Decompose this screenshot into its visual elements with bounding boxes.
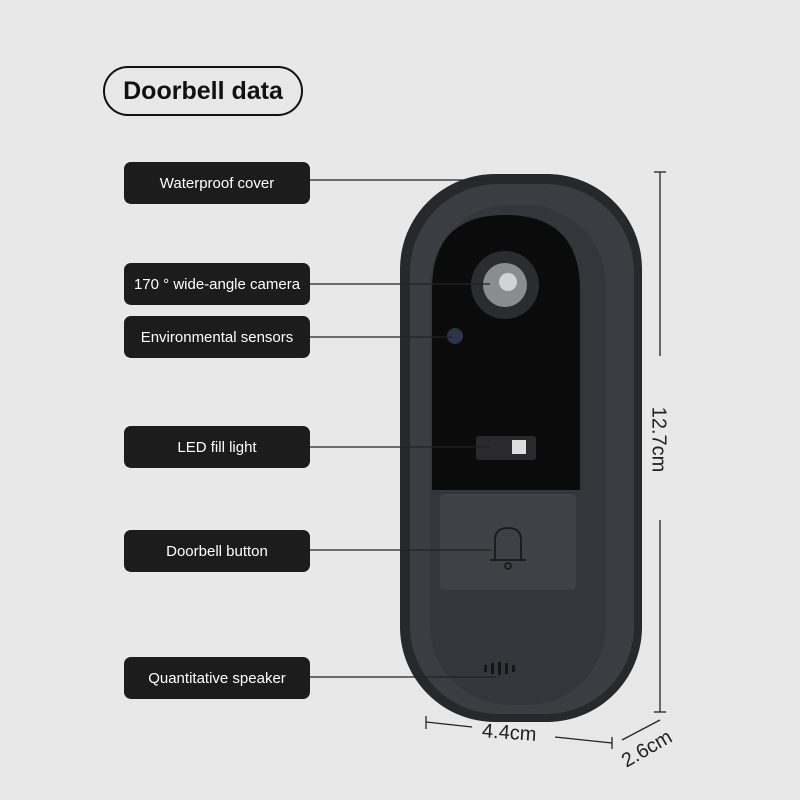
label-speaker: Quantitative speaker <box>124 657 310 699</box>
label-waterproof-cover: Waterproof cover <box>124 162 310 204</box>
leader-lines <box>310 179 496 678</box>
environmental-sensor <box>447 328 463 344</box>
bell-icon <box>490 526 526 561</box>
height-dimension: 12.7cm <box>647 406 670 473</box>
label-environmental-sensors: Environmental sensors <box>124 316 310 358</box>
led-emitter <box>512 440 526 454</box>
label-led-fill-light: LED fill light <box>124 426 310 468</box>
dimension-lines <box>425 171 666 749</box>
label-camera: 170 ° wide-angle camera <box>124 263 310 305</box>
speaker-grille-icon <box>484 662 515 675</box>
label-doorbell-button: Doorbell button <box>124 530 310 572</box>
camera-lens-center <box>499 273 517 291</box>
width-dimension: 4.4cm <box>481 720 538 746</box>
doorbell-button-panel <box>440 494 576 590</box>
page-title: Doorbell data <box>103 66 303 116</box>
bell-clapper <box>504 562 512 570</box>
led-fill-light <box>476 436 536 460</box>
